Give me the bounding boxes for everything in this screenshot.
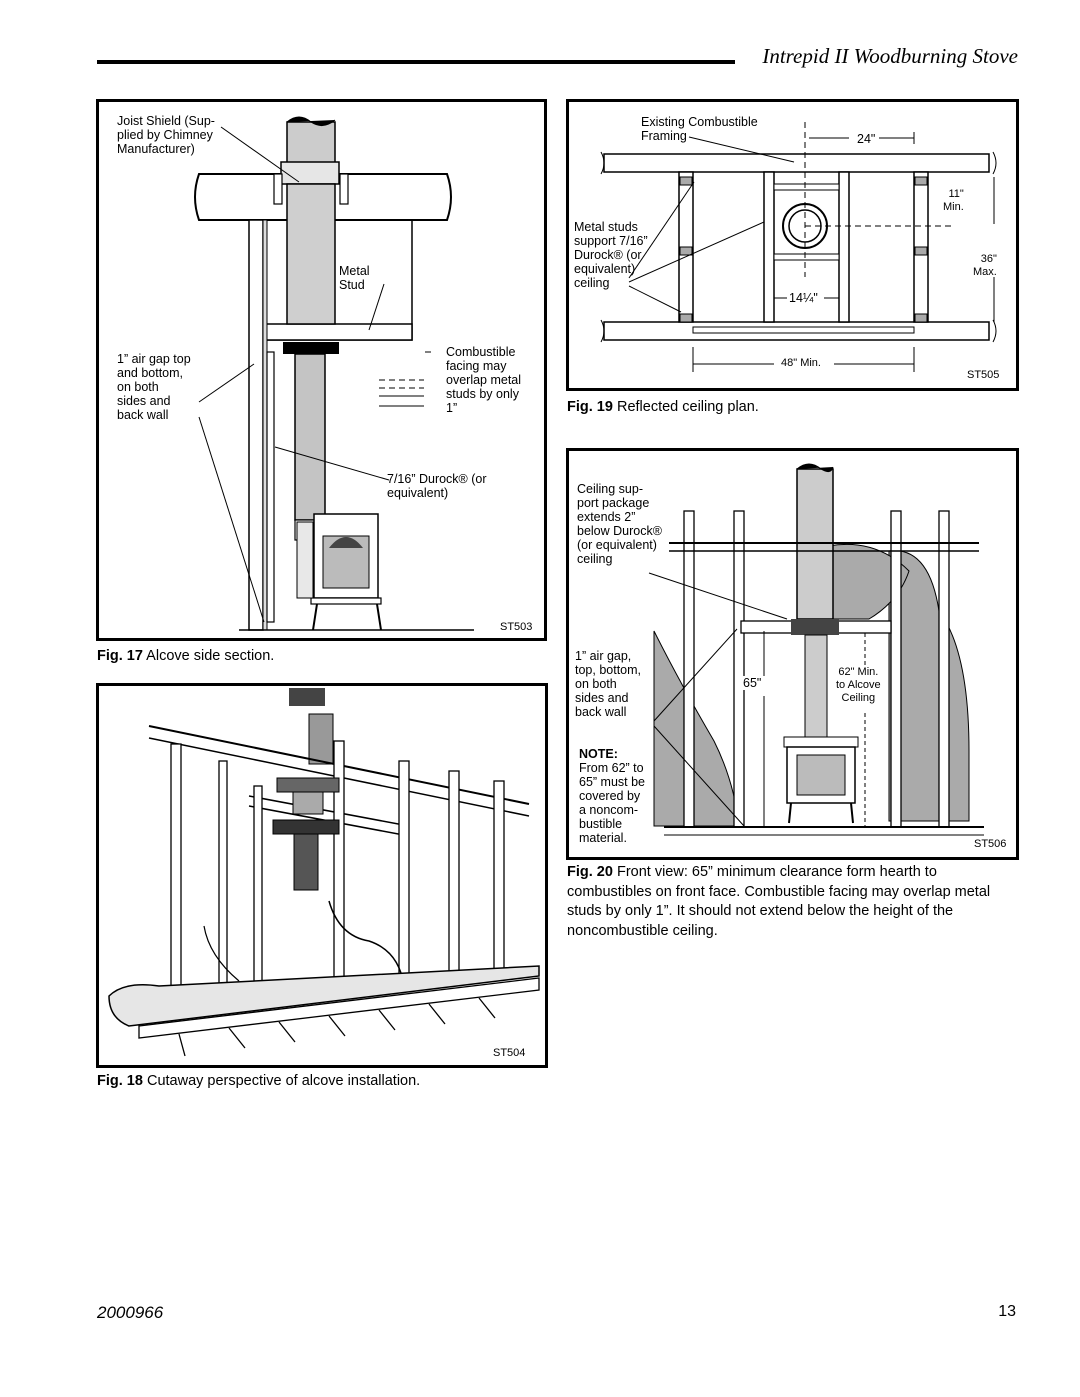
fig20-note-title: NOTE:	[579, 747, 618, 761]
fig20-label-dim-62: 62" Min. to Alcove Ceiling	[836, 666, 881, 705]
fig19-label-metal-studs: Metal studs support 7/16” Durock® (or eq…	[574, 220, 648, 290]
fig19-diagram: Existing Combustible Framing 24" 11" Min…	[566, 99, 1019, 391]
fig17-label-air-gap: 1” air gap top and bottom, on both sides…	[117, 352, 191, 422]
fig19-label-dim-48: 48" Min.	[781, 357, 821, 369]
fig20-label-ceiling-support: Ceiling sup- port package extends 2” bel…	[577, 482, 662, 566]
fig19-drawing	[600, 122, 997, 372]
fig17-label-durock: 7/16” Durock® (or equivalent)	[387, 472, 487, 500]
fig19-caption-text: Reflected ceiling plan.	[616, 399, 759, 415]
fig20-label-air-gap: 1” air gap, top, bottom, on both sides a…	[575, 649, 642, 719]
fig19-caption: Fig. 19 Reflected ceiling plan.	[567, 399, 759, 415]
fig20-caption-num: Fig. 20	[567, 864, 613, 880]
fig17-diagram: Joist Shield (Sup- plied by Chimney Manu…	[96, 99, 547, 641]
fig18-code: ST504	[493, 1047, 526, 1059]
fig17-label-metal-stud: Metal Stud	[339, 264, 370, 292]
fig20-drawing	[648, 463, 984, 836]
fig17-label-combustible-facing: Combustible facing may overlap metal stu…	[446, 345, 522, 415]
fig20-caption-text: Front view: 65” minimum clearance form h…	[567, 864, 991, 939]
fig17-caption-num: Fig. 17	[97, 648, 143, 664]
page-number: 13	[998, 1303, 1016, 1320]
fig20-label-dim-65: 65"	[743, 676, 762, 690]
header-rule	[97, 60, 735, 64]
fig17-drawing	[194, 116, 474, 631]
fig19-label-dim-36: 36" Max.	[973, 253, 997, 278]
fig19-label-dim-24: 24"	[857, 132, 876, 146]
fig18-caption: Fig. 18 Cutaway perspective of alcove in…	[97, 1073, 420, 1089]
fig18-caption-text: Cutaway perspective of alcove installati…	[146, 1073, 421, 1089]
fig17-code: ST503	[500, 621, 533, 633]
fig20-note-body: From 62” to 65” must be covered by a non…	[579, 761, 646, 845]
fig19-label-dim-11: 11" Min.	[943, 188, 964, 213]
fig19-label-existing-framing: Existing Combustible Framing	[641, 115, 758, 143]
fig17-caption: Fig. 17 Alcove side section.	[97, 648, 274, 664]
fig18-caption-num: Fig. 18	[97, 1073, 143, 1089]
fig20-caption: Fig. 20 Front view: 65” minimum clearanc…	[567, 863, 1017, 941]
fig17-label-joist-shield: Joist Shield (Sup- plied by Chimney Manu…	[117, 114, 215, 156]
fig19-caption-num: Fig. 19	[567, 399, 613, 415]
fig20-code: ST506	[974, 838, 1007, 850]
fig20-diagram: Ceiling sup- port package extends 2” bel…	[566, 448, 1019, 860]
fig18-diagram: ST504	[96, 683, 548, 1068]
fig18-drawing	[108, 688, 540, 1057]
document-number: 2000966	[97, 1303, 164, 1322]
fig19-code: ST505	[967, 369, 1000, 381]
fig19-label-dim-14: 14¼"	[789, 291, 818, 305]
page-title: Intrepid II Woodburning Stove	[762, 44, 1018, 68]
fig17-caption-text: Alcove side section.	[146, 648, 275, 664]
